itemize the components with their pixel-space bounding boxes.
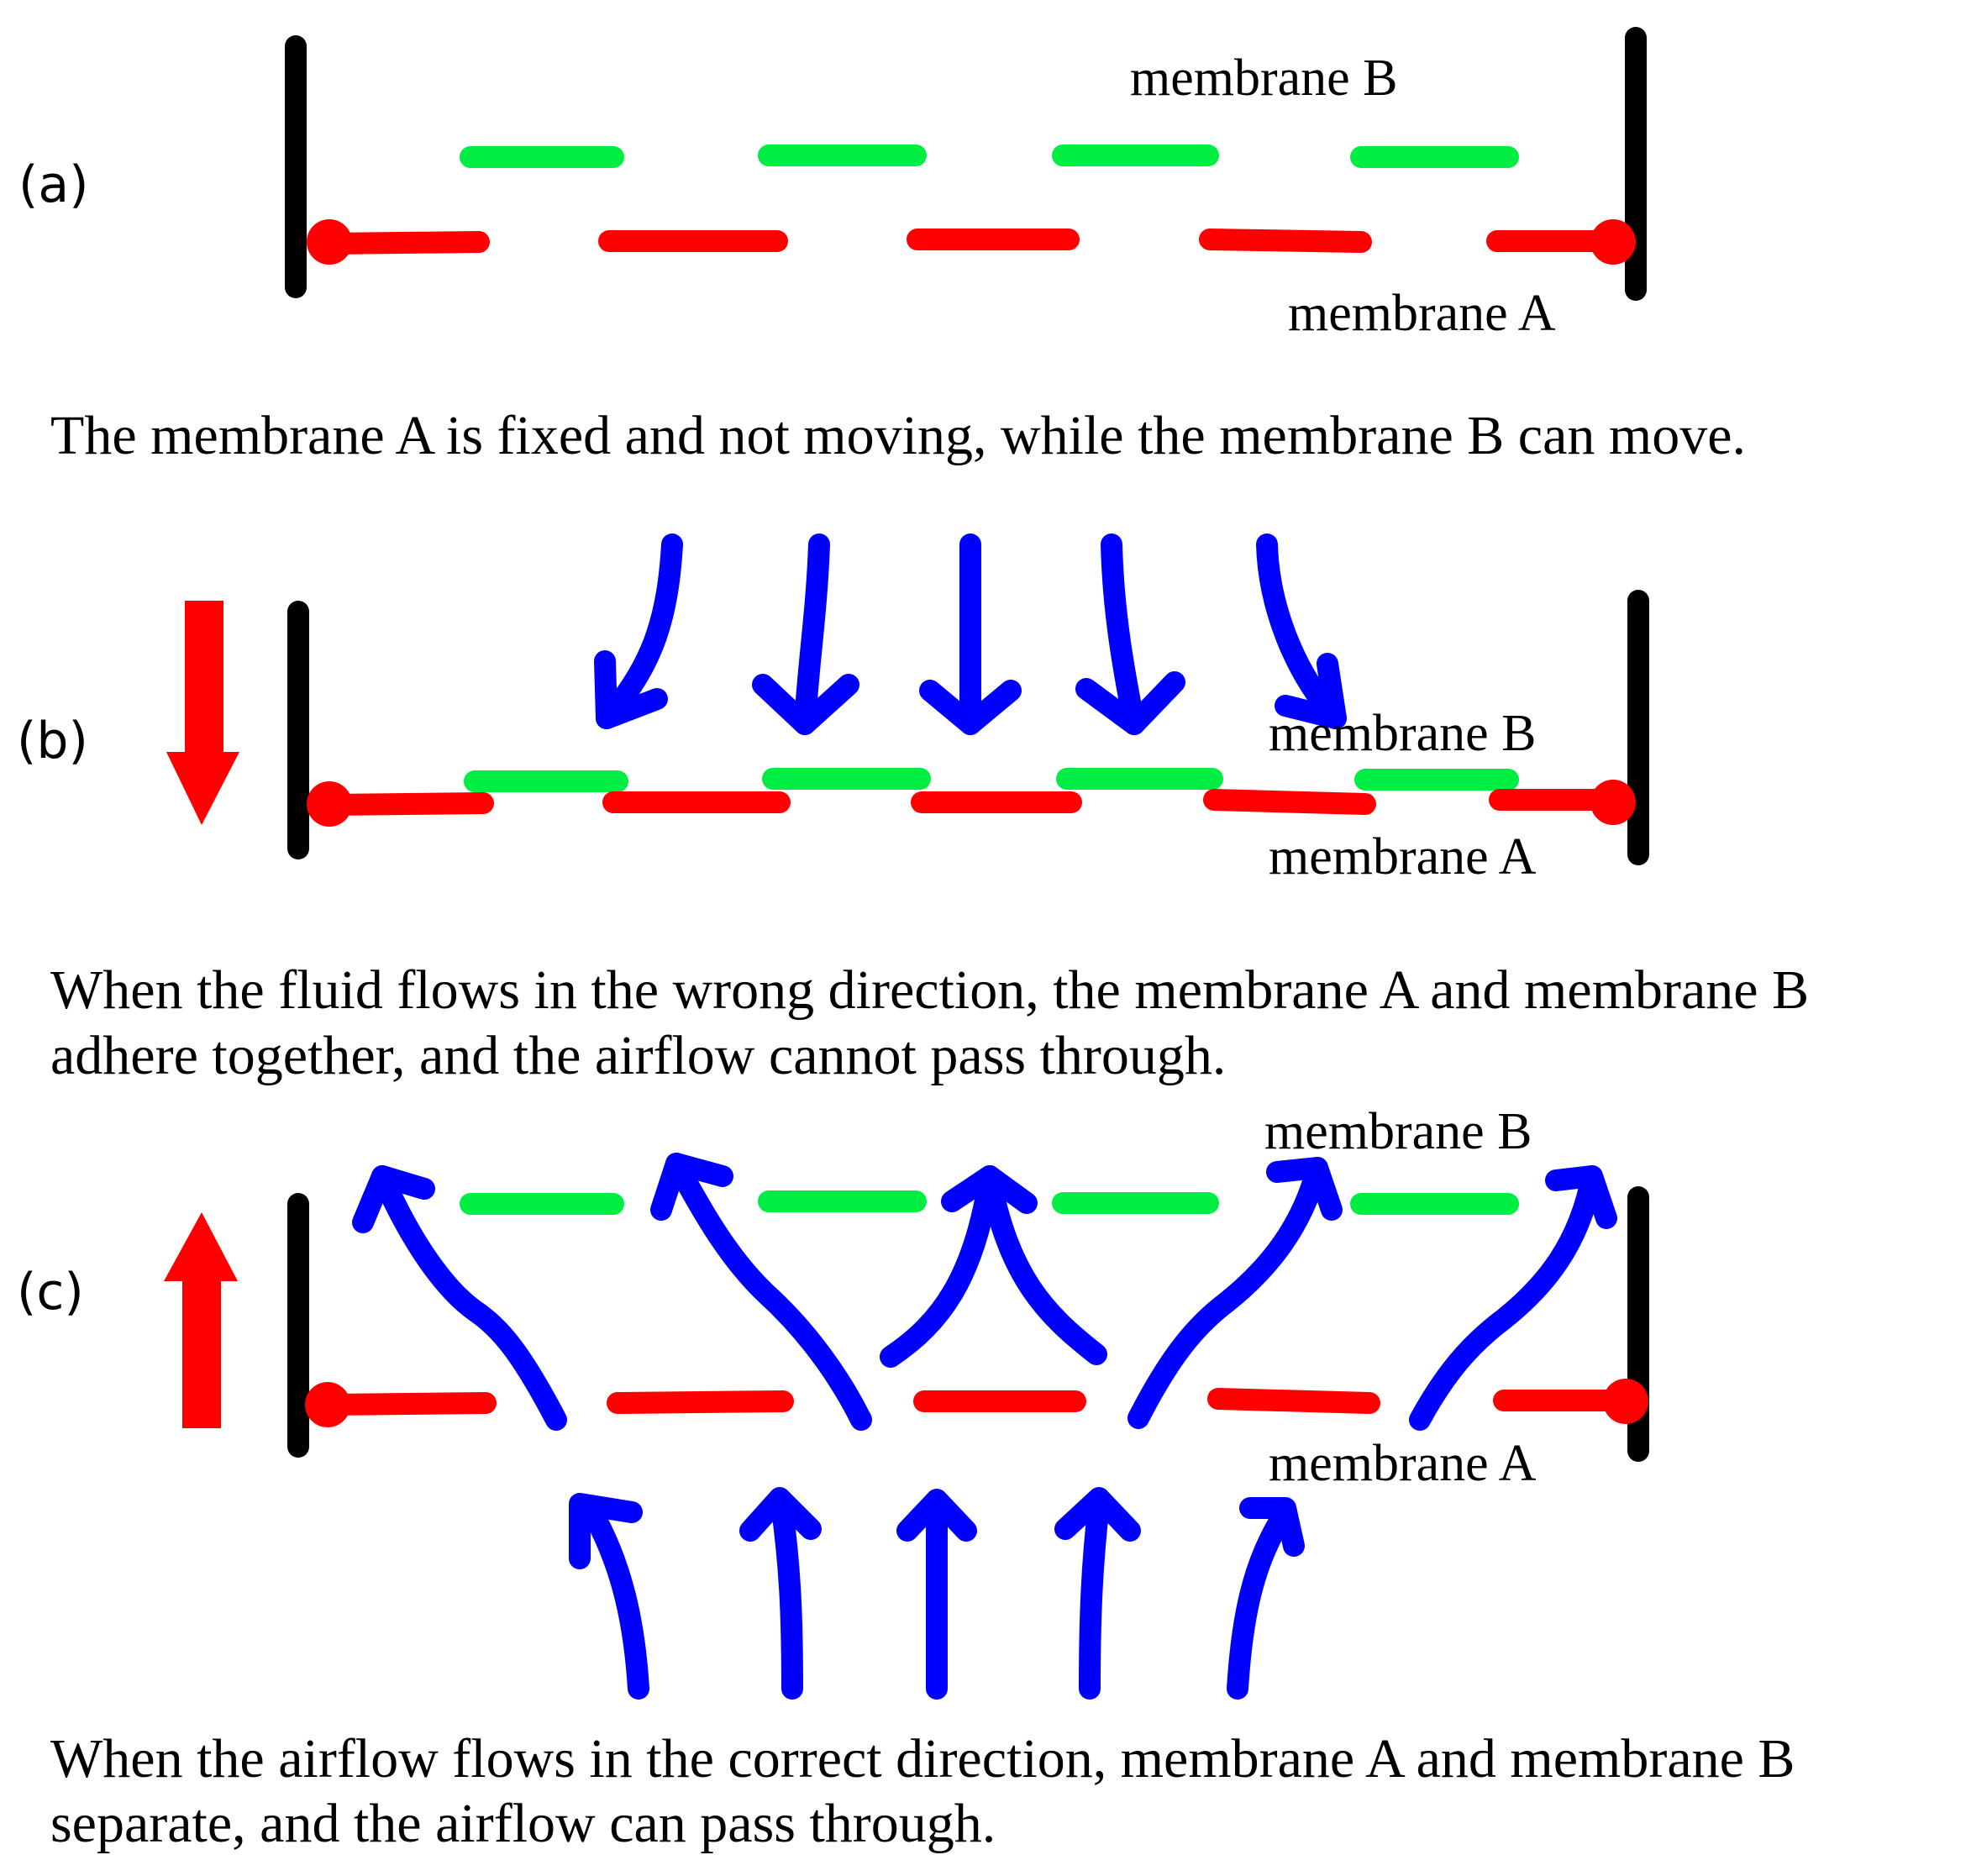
airflow-arrowhead [739, 1487, 822, 1542]
panel-c-caption-line2: separate, and the airflow can pass throu… [50, 1793, 996, 1854]
membrane-b-label: membrane B [1269, 705, 1537, 762]
membrane-a-segment [1203, 789, 1376, 815]
membrane-a-segment [1199, 229, 1372, 253]
airflow-arrow [1256, 533, 1347, 729]
airflow-arrowhead [1075, 671, 1185, 735]
panel-a-letter: (a) [18, 155, 89, 214]
membrane-a-label: membrane A [1269, 828, 1537, 885]
panel-b: (b) [17, 533, 1809, 1086]
airflow-arrow [596, 533, 683, 729]
membrane-a-segment [321, 1392, 497, 1416]
airflow-arrowhead [650, 1153, 733, 1221]
membrane-a-segment [607, 1390, 794, 1414]
membrane-a-anchor [1590, 219, 1636, 265]
airflow-arrow [1227, 1501, 1296, 1700]
airflow-arrow [579, 1497, 649, 1700]
membrane-b-label: membrane B [1130, 50, 1398, 107]
airflow-arrow [371, 1165, 567, 1431]
airflow-arrow [1409, 1165, 1603, 1431]
airflow-arrowhead [752, 674, 859, 735]
airflow-arrowhead [1054, 1487, 1141, 1542]
airflow-arrows-up [569, 1487, 1305, 1700]
membrane-a [321, 789, 1628, 816]
membrane-a-anchor [305, 1382, 350, 1427]
airflow-arrowhead [1239, 1497, 1305, 1557]
membrane-a-segment [321, 792, 494, 816]
membrane-a-anchor [307, 781, 352, 827]
airflow-arrow [770, 1493, 803, 1700]
airflow-arrow [1101, 533, 1145, 735]
membrane-b [460, 145, 1519, 168]
airflow-arrowhead [352, 1165, 435, 1233]
membrane-a-anchor [1603, 1379, 1648, 1424]
membrane-a-segment [317, 231, 490, 255]
airflow-arrow [880, 1165, 1001, 1368]
panel-b-caption-line2: adhere together, and the airflow cannot … [50, 1025, 1226, 1086]
membrane-b [460, 1190, 1519, 1215]
panel-c-caption-line1: When the airflow flows in the correct di… [50, 1728, 1795, 1789]
airflow-arrows-through [352, 1153, 1617, 1431]
membrane-b-label: membrane B [1264, 1103, 1532, 1160]
airflow-arrowhead [1545, 1165, 1617, 1229]
airflow-arrowhead [919, 680, 1022, 735]
membrane-a [317, 229, 1624, 255]
panel-a-caption: The membrane A is fixed and not moving, … [50, 405, 1746, 466]
airflow-arrows-down [594, 533, 1347, 735]
membrane-a-segment [1207, 1388, 1380, 1414]
membrane-a-label: membrane A [1288, 285, 1556, 342]
panel-c: (c) [17, 1103, 1795, 1854]
panel-c-letter: (c) [17, 1263, 84, 1322]
airflow-arrow [1127, 1157, 1328, 1429]
airflow-arrowhead [1275, 653, 1347, 729]
membrane-a-anchor [307, 219, 352, 265]
membrane-a-anchor [1590, 780, 1636, 825]
airflow-arrow [665, 1153, 872, 1431]
airflow-arrowhead [569, 1493, 643, 1569]
membrane-b [464, 768, 1519, 792]
airflow-arrow [1079, 1493, 1110, 1700]
panel-b-caption-line1: When the fluid flows in the wrong direct… [50, 959, 1809, 1021]
panel-b-letter: (b) [17, 712, 88, 770]
up-arrow-icon [164, 1212, 238, 1428]
airflow-arrow [979, 1165, 1107, 1365]
airflow-arrow [794, 533, 830, 735]
airflow-arrowhead [941, 1165, 1038, 1214]
panel-a: (a) membrane B membrane A The membrane A… [18, 27, 1746, 466]
membrane-a-label: membrane A [1269, 1435, 1537, 1492]
airflow-arrowhead [594, 650, 668, 729]
airflow-arrowhead [1266, 1157, 1343, 1221]
down-arrow-icon [166, 601, 239, 825]
airflow-arrowhead [896, 1489, 977, 1542]
